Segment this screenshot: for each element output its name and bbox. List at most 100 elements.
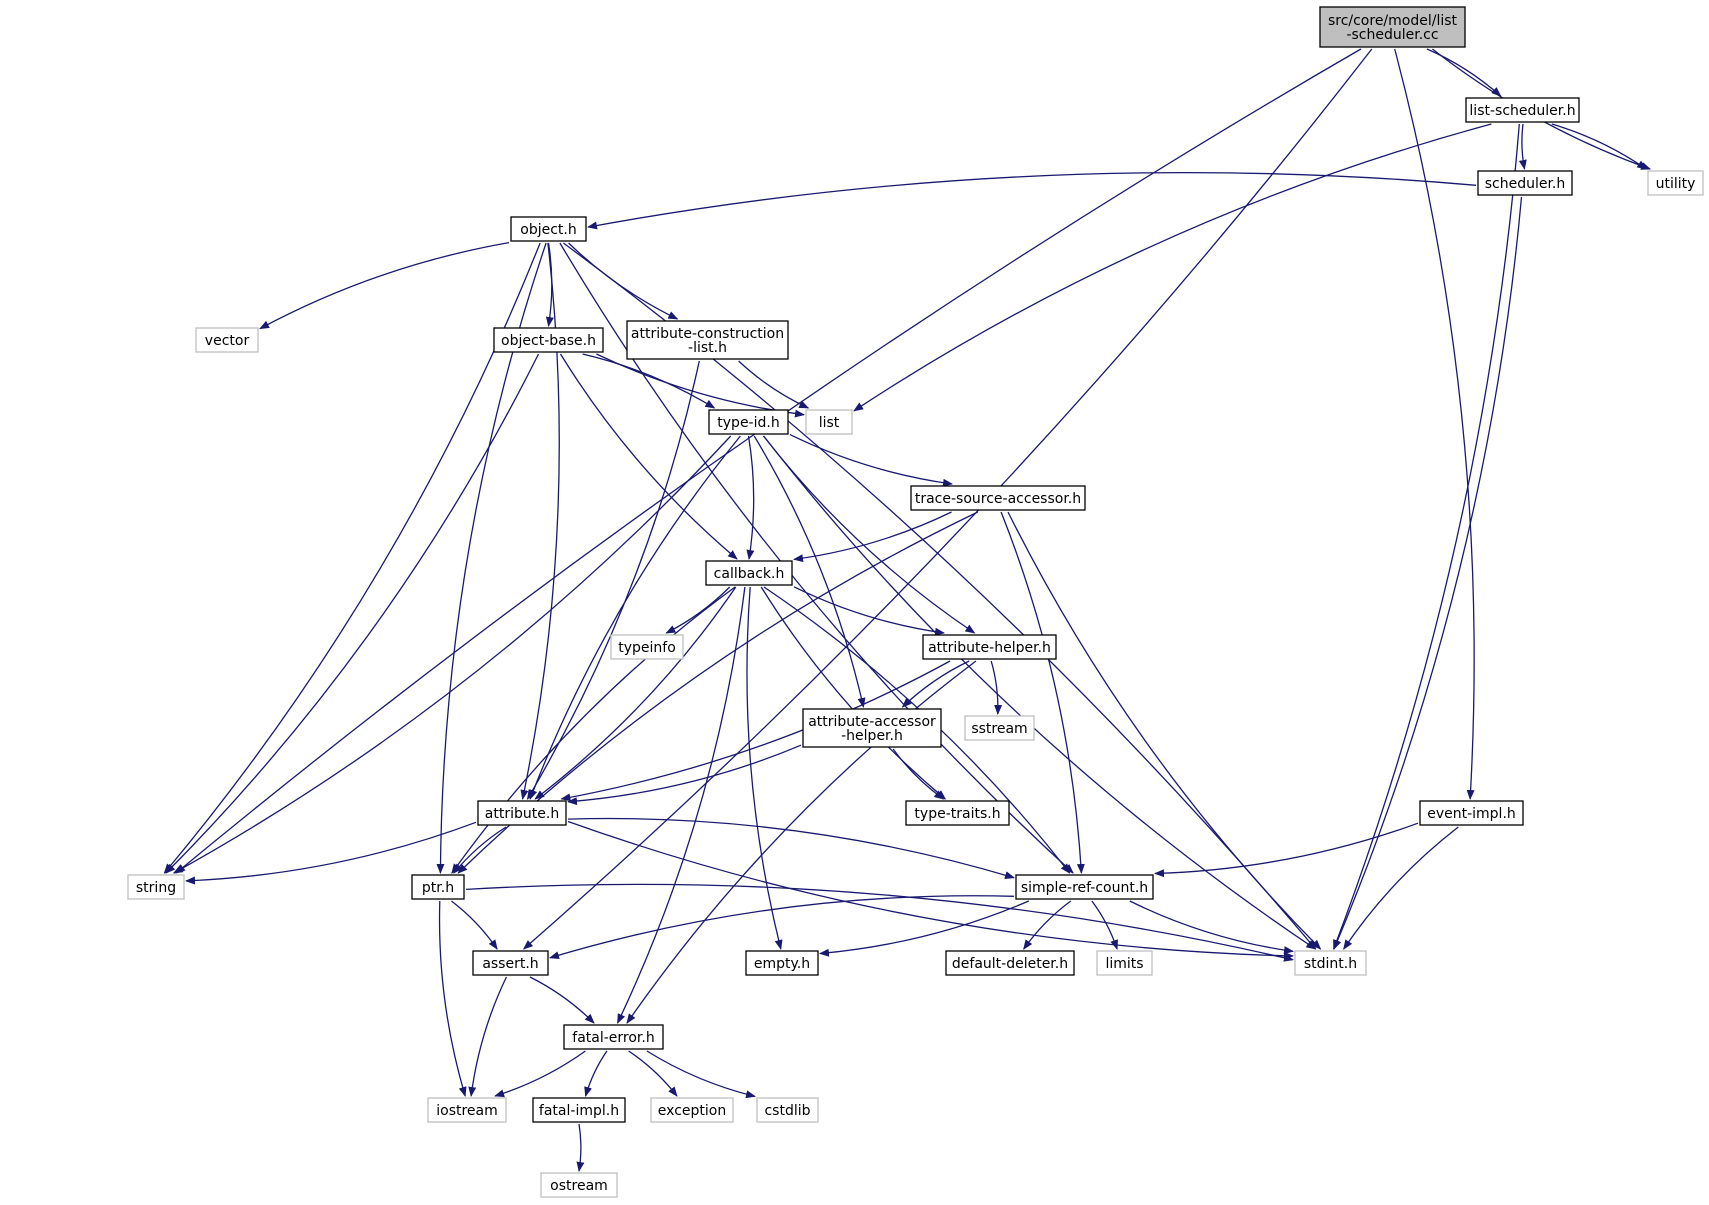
node-utility: utility (1647, 170, 1704, 196)
node-sstream: sstream (964, 715, 1035, 741)
node-scheduler-h[interactable]: scheduler.h (1477, 170, 1573, 196)
node-empty-h[interactable]: empty.h (745, 950, 819, 976)
edge-simple-ref-count-h-to-stdint-h (1129, 900, 1294, 955)
node-box (745, 950, 819, 976)
node-box (1465, 97, 1580, 123)
node-box (905, 800, 1010, 826)
edge-trace-source-accessor-h-to-stdint-h (1007, 511, 1322, 950)
node-attribute-helper-h[interactable]: attribute-helper.h (922, 634, 1057, 660)
node-list-scheduler-h[interactable]: list-scheduler.h (1465, 97, 1580, 123)
node-simple-ref-count-h[interactable]: simple-ref-count.h (1015, 874, 1154, 900)
edge-simple-ref-count-h-to-limits (1091, 900, 1119, 950)
node-type-traits-h[interactable]: type-traits.h (905, 800, 1010, 826)
node-box (964, 715, 1035, 741)
edge-callback-h-to-type-traits-h (760, 586, 947, 800)
edge-ptr-h-to-assert-h (451, 900, 498, 950)
edge-line (529, 976, 595, 1024)
node-label: object-base.h (501, 333, 596, 349)
edge-type-id-h-to-string (172, 435, 732, 874)
edge-attribute-h-to-simple-ref-count-h (567, 817, 1015, 879)
node-label: default-deleter.h (952, 956, 1068, 972)
edge-attribute-helper-h-to-fatal-error-h (626, 660, 977, 1024)
edge-list-scheduler-h-to-scheduler-h (1518, 123, 1527, 170)
node-box (945, 950, 1075, 976)
edge-line (990, 660, 1003, 715)
edge-fatal-error-h-to-cstdlib (646, 1050, 756, 1099)
edge-line (165, 353, 540, 874)
node-label: type-id.h (717, 415, 779, 431)
edge-object-base-h-to-list (596, 353, 805, 418)
node-box (563, 1024, 664, 1050)
node-box (127, 874, 185, 900)
node-assert-h[interactable]: assert.h (472, 950, 549, 976)
node-event-impl-h[interactable]: event-impl.h (1419, 800, 1524, 826)
edge-line (746, 586, 783, 950)
edge-line (738, 360, 810, 409)
node-box (477, 800, 567, 826)
edge-line (559, 242, 1074, 874)
edge-fatal-error-h-to-iostream (494, 1050, 586, 1098)
node-label: list-scheduler.h (1469, 103, 1575, 119)
node-attribute-h[interactable]: attribute.h (477, 800, 567, 826)
edge-line (793, 586, 945, 636)
edge-line (549, 895, 1015, 960)
edge-simple-ref-count-h-to-empty-h (819, 900, 1030, 957)
node-type-id-h[interactable]: type-id.h (708, 409, 789, 435)
node-box (922, 634, 1057, 660)
node-box (472, 950, 549, 976)
edge-line (892, 748, 945, 800)
node-vector: vector (195, 327, 259, 353)
edge-line (259, 241, 510, 330)
edge-object-h-to-vector (259, 241, 510, 330)
edge-line (1333, 123, 1520, 950)
edge-line (522, 48, 1373, 950)
edge-line (584, 1050, 608, 1097)
edge-line (494, 1050, 586, 1098)
edge-list-scheduler-h-to-utility (1551, 123, 1648, 170)
edge-line (1129, 900, 1294, 955)
edge-line (617, 586, 746, 1024)
node-box (610, 634, 684, 660)
node-label: vector (205, 333, 250, 349)
node-fatal-impl-h[interactable]: fatal-impl.h (532, 1097, 626, 1123)
node-ptr-h[interactable]: ptr.h (411, 874, 465, 900)
edge-attribute-construction-list-h-to-list (738, 360, 810, 409)
edge-object-base-h-to-string (165, 353, 540, 874)
node-box (510, 216, 587, 242)
edge-event-impl-h-to-simple-ref-count-h (1154, 822, 1419, 878)
edge-line (451, 900, 498, 950)
node-label: trace-source-accessor.h (915, 491, 1081, 507)
node-label: attribute-construction (631, 326, 784, 342)
edge-line (453, 826, 507, 874)
edge-root-to-string (175, 48, 1362, 874)
node-typeinfo: typeinfo (610, 634, 684, 660)
node-fatal-error-h[interactable]: fatal-error.h (563, 1024, 664, 1050)
edge-line (760, 586, 947, 800)
node-callback-h[interactable]: callback.h (705, 560, 793, 586)
edge-attribute-helper-h-to-attribute-accessor-helper-h (901, 660, 970, 708)
edge-root-to-assert-h (522, 48, 1373, 950)
edge-line (567, 744, 802, 806)
edge-assert-h-to-iostream (468, 976, 507, 1097)
node-label: type-traits.h (914, 806, 1000, 822)
edge-line (529, 435, 741, 800)
node-list: list (805, 409, 853, 435)
node-box (1419, 800, 1524, 826)
node-object-h[interactable]: object.h (510, 216, 587, 242)
node-trace-source-accessor-h[interactable]: trace-source-accessor.h (910, 485, 1086, 511)
edge-line (1007, 511, 1322, 950)
node-attribute-construction-list-h[interactable]: attribute-construction-list.h (626, 320, 789, 360)
edge-line (626, 660, 977, 1024)
node-root[interactable]: src/core/model/list-scheduler.cc (1319, 6, 1466, 48)
node-attribute-accessor-helper-h[interactable]: attribute-accessor-helper.h (802, 708, 942, 748)
node-object-base-h[interactable]: object-base.h (493, 327, 604, 353)
node-box (427, 1097, 507, 1123)
node-default-deleter-h[interactable]: default-deleter.h (945, 950, 1075, 976)
node-box (1319, 6, 1466, 48)
edge-line (753, 435, 866, 708)
node-label: simple-ref-count.h (1021, 880, 1148, 896)
node-box (756, 1097, 819, 1123)
node-label: exception (658, 1103, 726, 1119)
node-cstdlib: cstdlib (756, 1097, 819, 1123)
edge-line (1343, 826, 1459, 950)
